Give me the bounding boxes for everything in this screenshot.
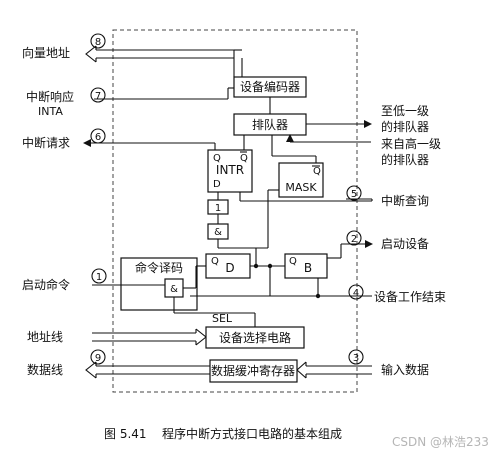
signal-int-query: 5 中断查询 [346,185,429,208]
label-vector-address: 向量地址 [22,45,70,60]
b-q-label: Q [289,256,297,267]
label-start-device: 启动设备 [381,237,429,251]
device-encoder: 设备编码器 [233,76,307,98]
d-name-label: D [225,261,234,275]
caption-text: 程序中断方式接口电路的基本组成 [162,426,342,441]
queue-block: 排队器 [233,113,307,136]
one-gate: 1 [207,199,229,215]
intr-flipflop: Q Q INTR D [207,149,253,193]
queue-label: 排队器 [252,117,288,132]
and-gate-2-label: & [170,284,178,295]
caption-figure-number: 图 5.41 [104,427,147,441]
label-input-data: 输入数据 [381,362,429,377]
num-8: 8 [95,37,101,48]
signal-data-line: 9 数据线 [27,349,106,377]
device-encoder-label: 设备编码器 [240,79,300,94]
and-gate-1: & [207,223,229,240]
intr-name-label: INTR [216,163,244,177]
device-select-circuit: 设备选择电路 [205,326,305,349]
interface-boundary [112,29,358,393]
one-gate-label: 1 [215,203,221,214]
intr-q-label: Q [213,153,221,164]
and-gate-1-label: & [214,227,222,238]
num-3: 3 [353,353,359,364]
sel-label: SEL [212,312,233,325]
signal-int-request: 6 中断请求 [22,128,106,150]
mask-name-label: MASK [285,181,317,194]
signal-vector-address: 8 向量地址 [22,33,106,60]
num-9: 9 [95,353,101,364]
num-2: 2 [351,234,357,245]
label-device-done: 设备工作结束 [374,290,446,304]
data-buffer-label: 数据缓冲寄存器 [211,363,295,378]
num-1: 1 [96,272,102,283]
watermark: CSDN @林浩233 [392,435,489,449]
label-data-line: 数据线 [27,362,63,377]
label-to-lower-1: 至低一级 [381,104,429,118]
input-data-bus [296,361,372,379]
mask-q-label: Q [313,166,321,177]
d-flipflop: Q D [205,253,251,279]
label-start-command: 启动命令 [22,277,70,292]
address-bus [92,328,207,346]
label-int-query: 中断查询 [381,193,429,208]
command-decoder-label: 命令译码 [135,260,183,275]
intr-d-label: D [213,179,221,190]
device-select-label: 设备选择电路 [219,330,291,345]
signal-device-done: 4 设备工作结束 [348,284,446,304]
label-to-lower-2: 的排队器 [381,119,429,134]
label-inta: INTA [38,105,63,118]
label-from-higher-1: 来自高一级 [381,136,441,151]
b-flipflop: Q B [284,253,328,279]
command-decoder: 命令译码 & [120,257,198,311]
intr-qbar-label: Q [240,153,248,164]
data-line-bus [85,361,210,379]
num-6: 6 [95,132,101,143]
wires [83,87,373,327]
mask-flipflop: Q MASK [278,162,324,198]
d-q-label: Q [211,256,219,267]
num-7: 7 [95,91,101,102]
num-5: 5 [351,189,357,200]
vector-address-bus [85,45,243,77]
data-buffer-register: 数据缓冲寄存器 [209,359,298,383]
label-int-response: 中断响应 [26,89,74,104]
signal-start-command: 1 启动命令 [22,268,107,292]
label-int-request: 中断请求 [22,135,70,150]
signal-start-device: 2 启动设备 [346,230,429,251]
num-4: 4 [353,288,359,299]
b-name-label: B [304,261,312,275]
signal-int-response: 7 中断响应 INTA [26,87,106,118]
label-address-line: 地址线 [27,330,63,344]
label-from-higher-2: 的排队器 [381,152,429,167]
signal-input-data: 3 输入数据 [348,349,429,377]
